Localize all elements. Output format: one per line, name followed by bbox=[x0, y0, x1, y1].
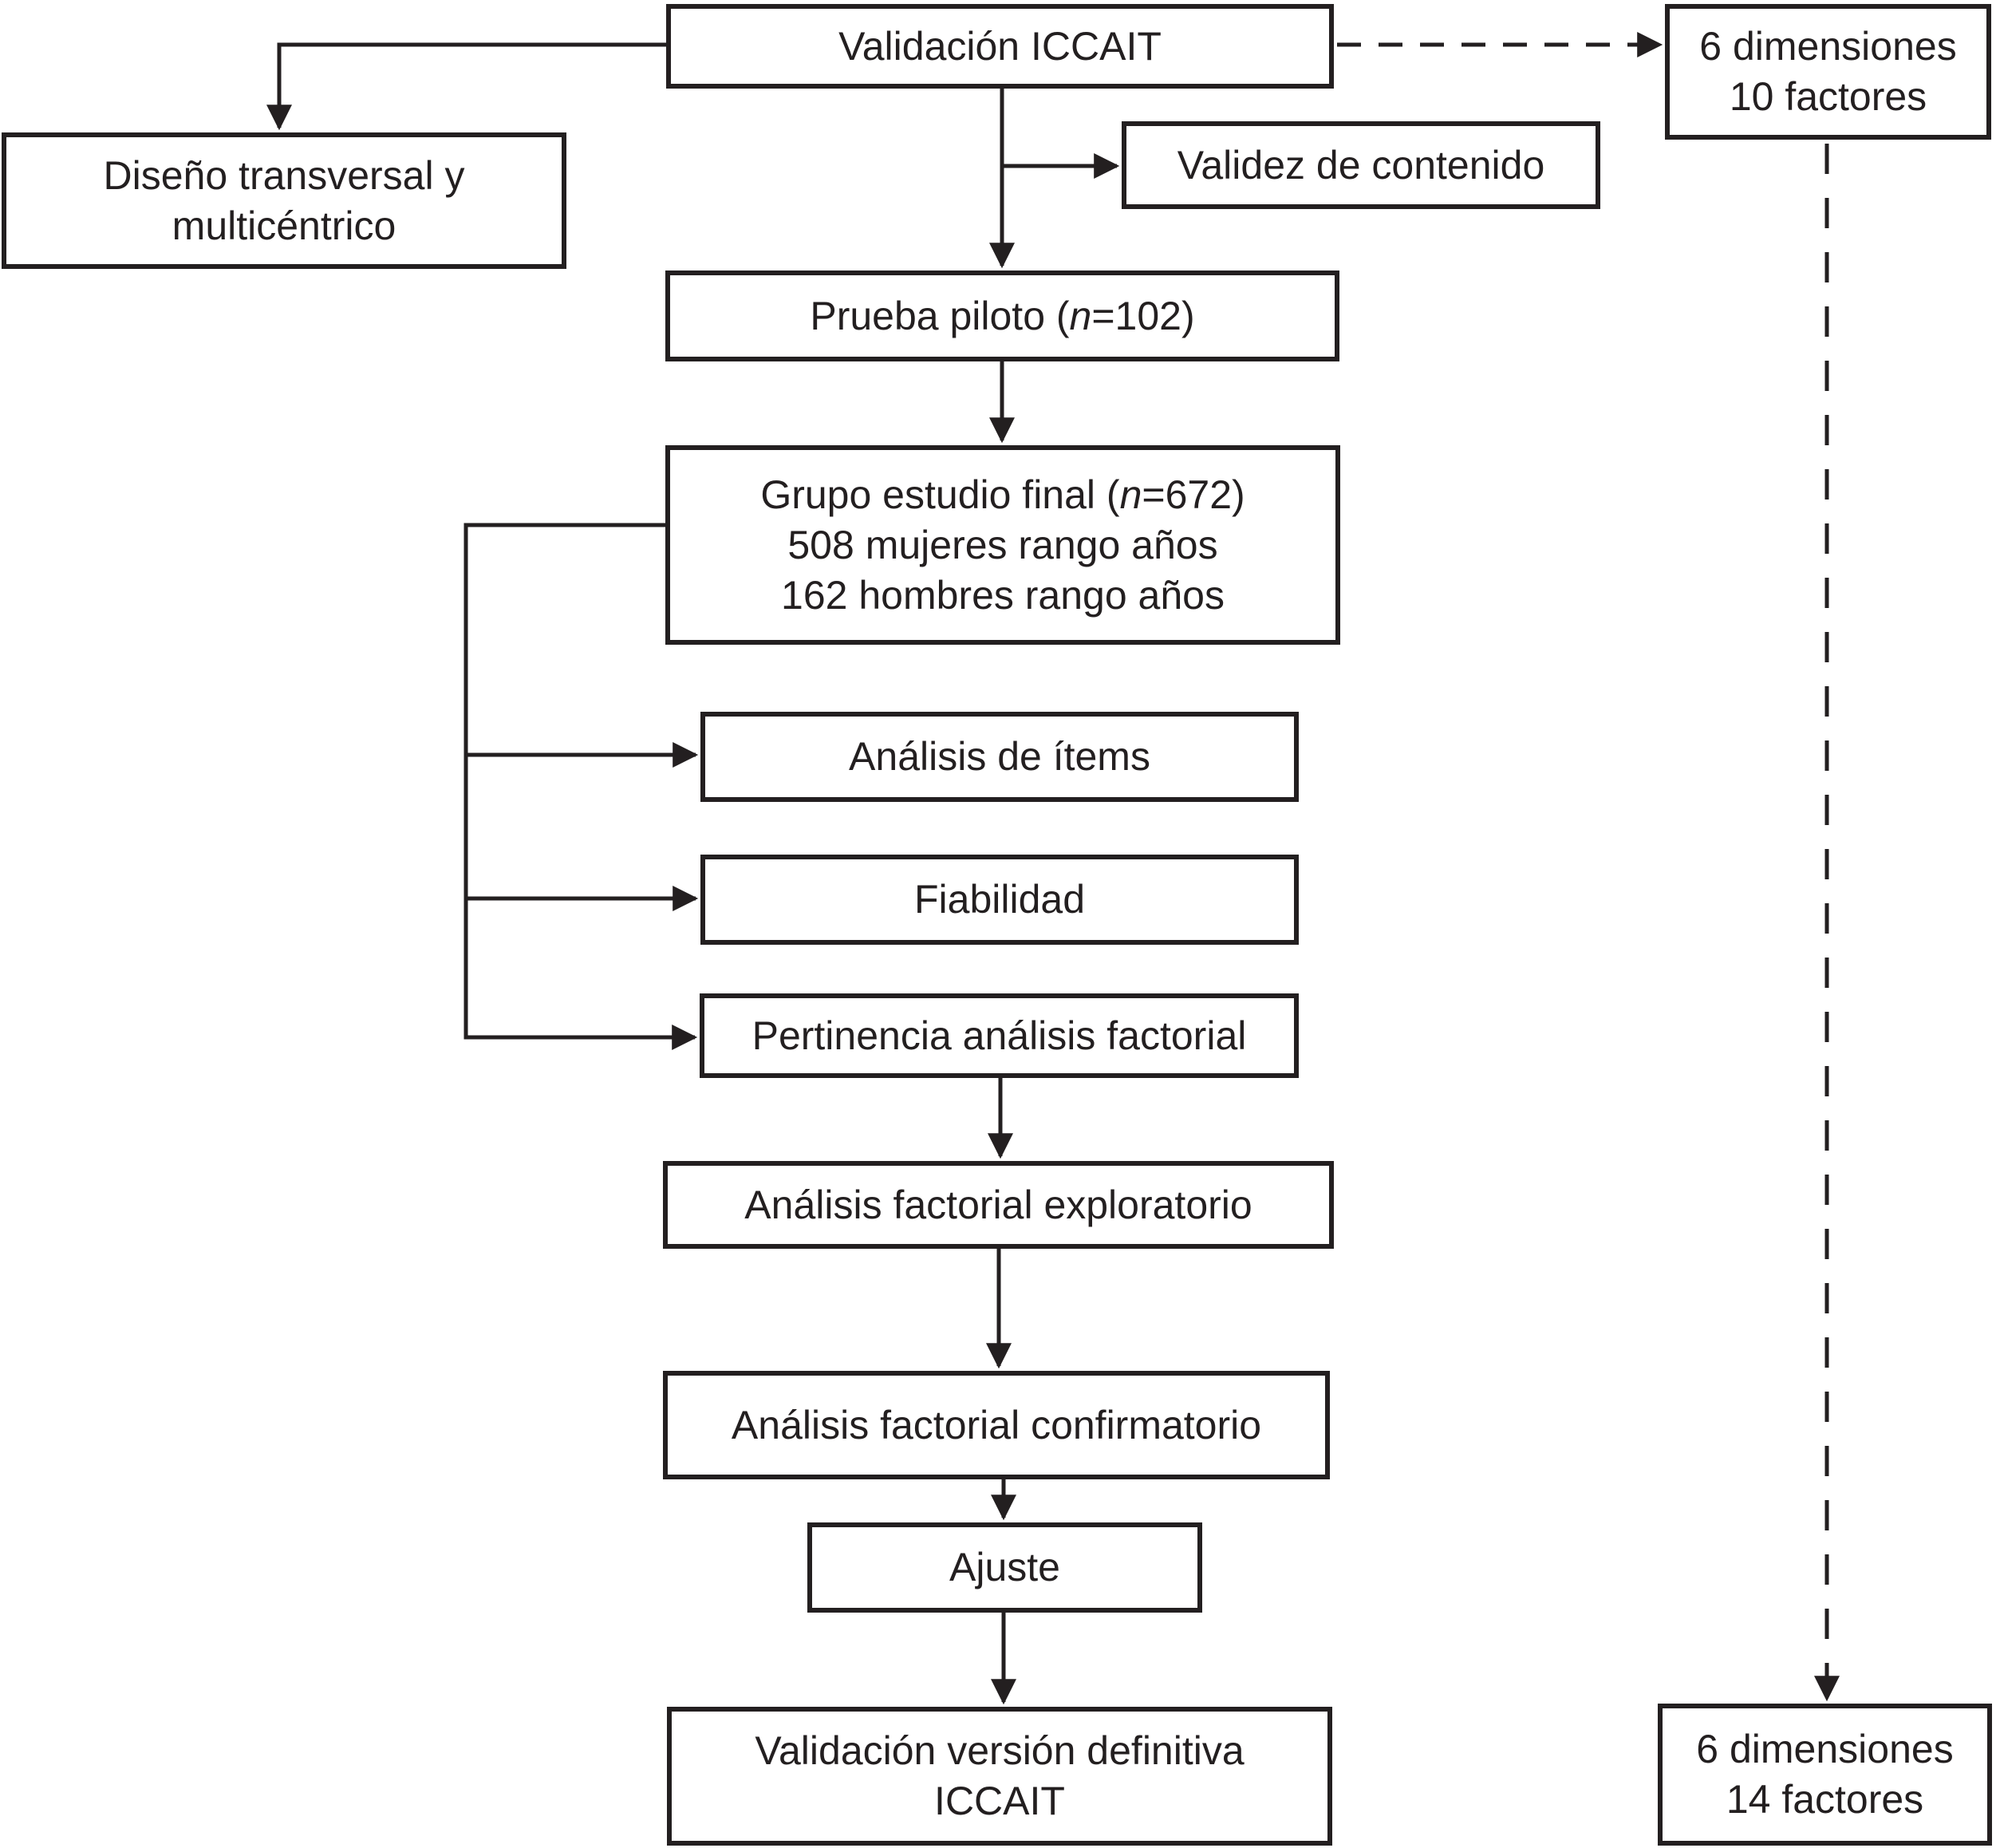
node-validacion-iccait: Validación ICCAIT bbox=[666, 4, 1334, 89]
node-prueba-piloto: Prueba piloto (n=102) bbox=[665, 270, 1339, 361]
node-label-line: multicéntrico bbox=[172, 203, 396, 248]
node-label-line: Validación versión definitiva bbox=[755, 1728, 1245, 1773]
node-ajuste: Ajuste bbox=[807, 1522, 1202, 1613]
node-label-line: 10 factores bbox=[1729, 74, 1927, 119]
arrow-validacion-to-diseno bbox=[266, 42, 669, 131]
node-label-line: Prueba piloto (n=102) bbox=[810, 293, 1195, 338]
node-label-line: Validación ICCAIT bbox=[838, 23, 1162, 69]
node-dimensiones-14-factores: 6 dimensiones 14 factores bbox=[1658, 1704, 1992, 1846]
node-label-line: Validez de contenido bbox=[1177, 142, 1545, 188]
node-grupo-estudio-final: Grupo estudio final (n=672) 508 mujeres r… bbox=[665, 445, 1340, 645]
node-pertinencia-analisis-factorial: Pertinencia análisis factorial bbox=[700, 993, 1299, 1078]
node-label-line: 6 dimensiones bbox=[1696, 1727, 1954, 1771]
node-label-line: Análisis factorial confirmatorio bbox=[731, 1402, 1262, 1447]
node-label-line: 508 mujeres rango años bbox=[787, 522, 1218, 567]
arrow-grupo-to-pertinencia bbox=[463, 523, 698, 1050]
node-analisis-items: Análisis de ítems bbox=[700, 712, 1299, 802]
node-label-line: Ajuste bbox=[949, 1545, 1060, 1589]
node-label-line: Análisis factorial exploratorio bbox=[744, 1182, 1252, 1227]
node-label-line: Fiabilidad bbox=[913, 877, 1085, 922]
node-label-line: Pertinencia análisis factorial bbox=[751, 1013, 1247, 1058]
node-label-line: Grupo estudio final (n=672) bbox=[760, 472, 1245, 517]
node-label-line: ICCAIT bbox=[934, 1779, 1065, 1823]
node-label-line: Análisis de ítems bbox=[849, 734, 1150, 779]
node-dimensiones-10-factores: 6 dimensiones 10 factores bbox=[1665, 4, 1991, 140]
node-label-line: Diseño transversal y bbox=[103, 152, 465, 198]
node-analisis-factorial-exploratorio: Análisis factorial exploratorio bbox=[663, 1161, 1334, 1249]
node-label-line: 162 hombres rango años bbox=[781, 572, 1225, 618]
node-label-line: 6 dimensiones bbox=[1699, 24, 1957, 69]
node-fiabilidad: Fiabilidad bbox=[700, 855, 1299, 945]
node-label-line: 14 factores bbox=[1726, 1777, 1924, 1822]
node-diseno-transversal: Diseño transversal y multicéntrico bbox=[2, 132, 566, 269]
node-validez-contenido: Validez de contenido bbox=[1122, 121, 1600, 209]
node-analisis-factorial-confirmatorio: Análisis factorial confirmatorio bbox=[663, 1371, 1330, 1479]
